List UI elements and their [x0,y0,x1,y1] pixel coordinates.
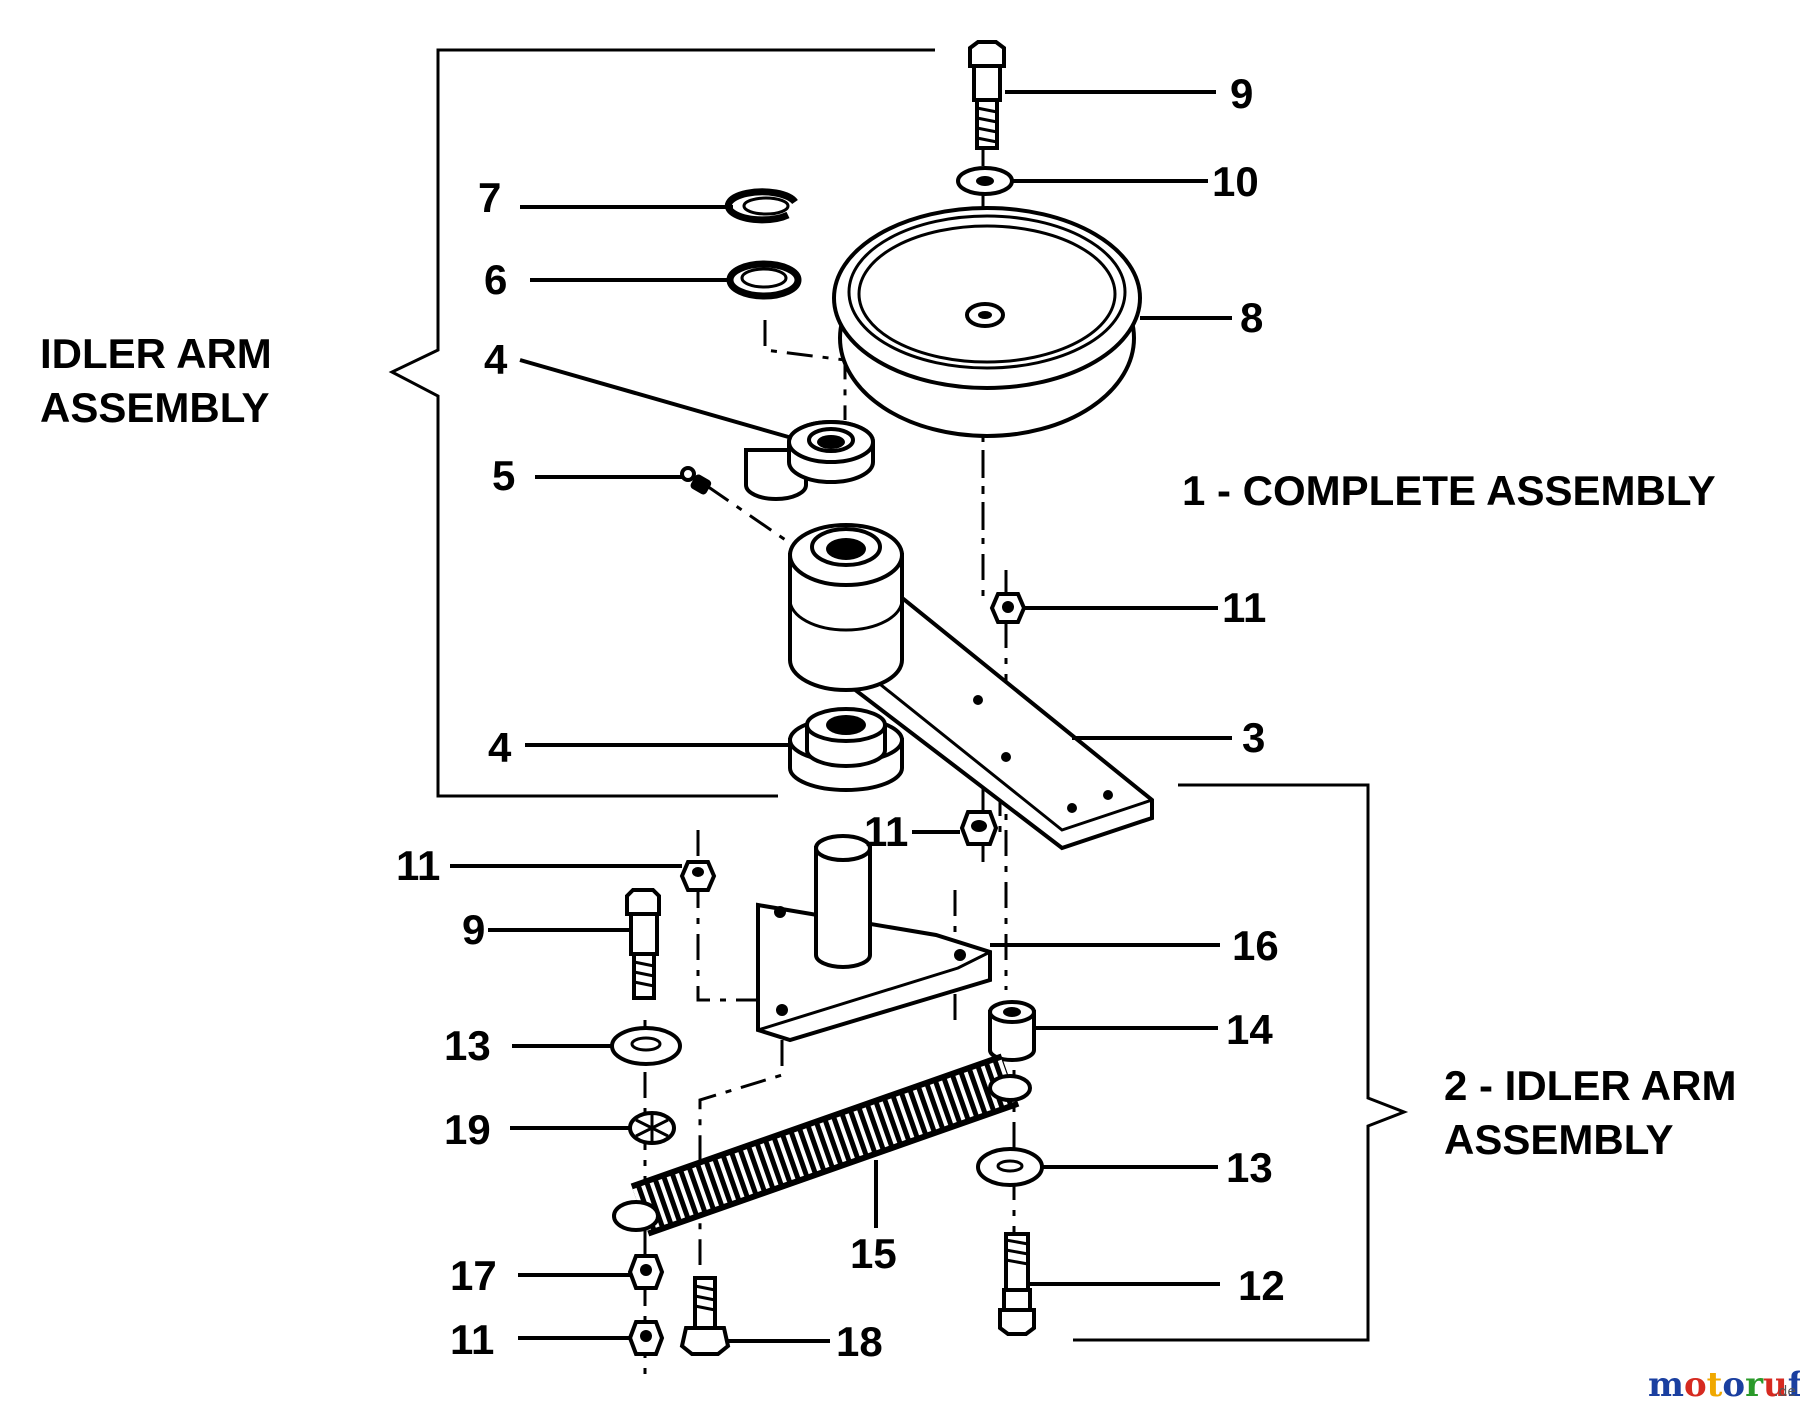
callout-6: 6 [484,256,507,303]
callout-17: 17 [450,1252,497,1299]
bolt-9-top [968,40,1006,150]
callout-11-right: 11 [1222,584,1266,631]
washer-ring-6 [726,260,802,300]
watermark-letter: u [1763,1365,1788,1405]
callout-14: 14 [1226,1006,1273,1053]
bushing-4-upper [744,420,875,501]
watermark-suffix: .de [1774,1384,1796,1400]
callout-15: 15 [850,1230,897,1277]
assembly-titles: IDLER ARM ASSEMBLY 1 - COMPLETE ASSEMBLY… [40,330,1736,1163]
idler-arm-assembly-2-label-line1: 2 - IDLER ARM [1444,1062,1736,1109]
nut-17 [627,1254,665,1290]
mounting-plate-16 [756,834,992,1043]
callout-7: 7 [478,174,501,221]
nut-11-bottom [627,1320,665,1356]
motoruf-watermark-logo: motoruf .de [1648,1365,1800,1405]
bracket-idler-arm-assembly [388,48,935,798]
nut-11-right [989,592,1027,624]
watermark-letter: o [1722,1365,1745,1405]
washer-13-left [610,1026,682,1066]
callout-8: 8 [1240,294,1263,341]
callout-13-right: 13 [1226,1144,1273,1191]
pulley-8 [832,206,1142,438]
callout-4-upper: 4 [484,336,508,383]
callout-9-top: 9 [1230,70,1253,117]
bolt-9-left [625,888,661,1000]
idler-arm-assembly-2-label-line2: ASSEMBLY [1444,1116,1674,1163]
bracket-idler-arm-assembly-2 [1073,783,1409,1342]
washer-13-right [976,1147,1044,1187]
callout-11-bottom: 11 [450,1316,494,1363]
callout-12: 12 [1238,1262,1285,1309]
bushing-4-lower [788,707,904,792]
callout-3: 3 [1242,714,1265,761]
callout-16: 16 [1232,922,1279,969]
nut-11-mid [959,810,999,846]
washer-10 [956,166,1014,196]
callout-13-left: 13 [444,1022,491,1069]
screw-18 [679,1276,731,1356]
watermark-letter: f [1788,1365,1800,1405]
idler-arm-assembly-label-line2: ASSEMBLY [40,384,270,431]
leader-lines [450,90,1232,1343]
bolt-12 [998,1232,1036,1336]
callout-19: 19 [444,1106,491,1153]
watermark-letter: m [1648,1365,1684,1405]
idler-arm-assembly-label-line1: IDLER ARM [40,330,272,377]
callout-9-left: 9 [462,906,485,953]
spacer-14 [988,1000,1036,1062]
watermark-letter: o [1684,1365,1707,1405]
callout-4-lower: 4 [488,724,512,771]
callout-10: 10 [1212,158,1259,205]
callout-11-left: 11 [396,842,440,889]
complete-assembly-label: 1 - COMPLETE ASSEMBLY [1182,467,1716,514]
spring-15 [612,1053,1032,1237]
watermark-brand: motoruf [1648,1365,1800,1405]
retaining-ring-7 [724,188,798,224]
callout-5: 5 [492,452,515,499]
lock-washer-19 [628,1111,676,1145]
callout-18: 18 [836,1318,883,1365]
grease-fitting-5 [680,466,712,495]
nut-11-left [679,860,717,892]
watermark-letter: t [1707,1365,1723,1405]
watermark-letter: r [1745,1365,1764,1405]
callout-11-mid: 11 [864,808,908,855]
idler-arm-3 [788,523,1154,851]
callout-numbers: 9 10 7 6 8 4 5 11 3 4 11 11 9 16 13 14 1… [396,70,1285,1365]
